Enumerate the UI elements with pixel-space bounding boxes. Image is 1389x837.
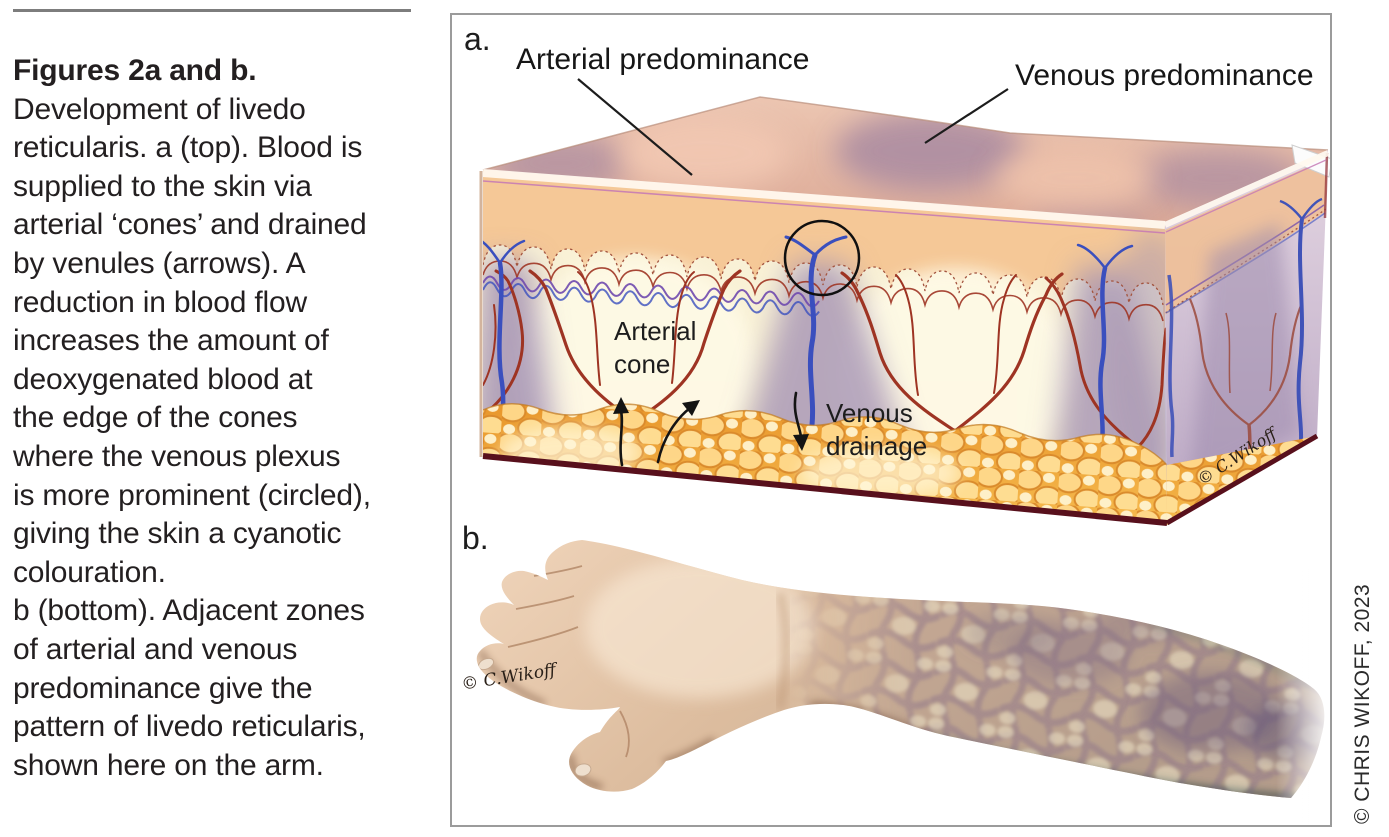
caption-heading: Figures 2a and b. bbox=[13, 54, 257, 87]
leader-lines bbox=[577, 78, 1009, 176]
skin-block-illustration: : bbox=[479, 78, 1330, 526]
venous-predominance-leader bbox=[924, 88, 1009, 144]
subcutaneous-fat-layer bbox=[483, 403, 1167, 525]
venous-drainage-label: Venous drainage bbox=[826, 398, 928, 461]
side-veins bbox=[1167, 197, 1323, 458]
thumbnail bbox=[574, 763, 592, 777]
figure-illustration: : bbox=[476, 78, 1330, 825]
skin-side-face bbox=[1165, 144, 1330, 525]
subpapillary-plexus bbox=[483, 260, 1164, 322]
caption-body: Development of livedo reticularis. a (to… bbox=[13, 92, 371, 782]
arterial-predominance-label: Arterial predominance bbox=[516, 43, 810, 76]
figure-caption: Figures 2a and b. Development of livedo … bbox=[13, 52, 425, 785]
livedo-mottling bbox=[790, 540, 1325, 798]
panel-b-label: b. bbox=[462, 520, 489, 556]
arm-edge-fade bbox=[1276, 568, 1330, 825]
livedo-arm-illustration bbox=[476, 540, 1330, 825]
block-edges bbox=[479, 150, 1330, 526]
skin-top-face: : bbox=[482, 96, 1329, 222]
panel-a-label: a. bbox=[464, 21, 491, 57]
arterial-cone-label: Arterial cone bbox=[614, 316, 697, 379]
arterial-predominance-leader bbox=[577, 78, 693, 176]
rete-ridge-outline bbox=[483, 244, 1164, 306]
venous-predominance-label: Venous predominance bbox=[1015, 59, 1314, 92]
caption-top-rule bbox=[13, 9, 411, 12]
figure-panel: : bbox=[450, 13, 1332, 827]
flow-arrows bbox=[613, 391, 809, 467]
illustrator-credit: © CHRIS WIKOFF, 2023 bbox=[1351, 583, 1374, 824]
venous-plexus-circle-annotation bbox=[783, 219, 861, 297]
finger-creases bbox=[507, 565, 630, 758]
